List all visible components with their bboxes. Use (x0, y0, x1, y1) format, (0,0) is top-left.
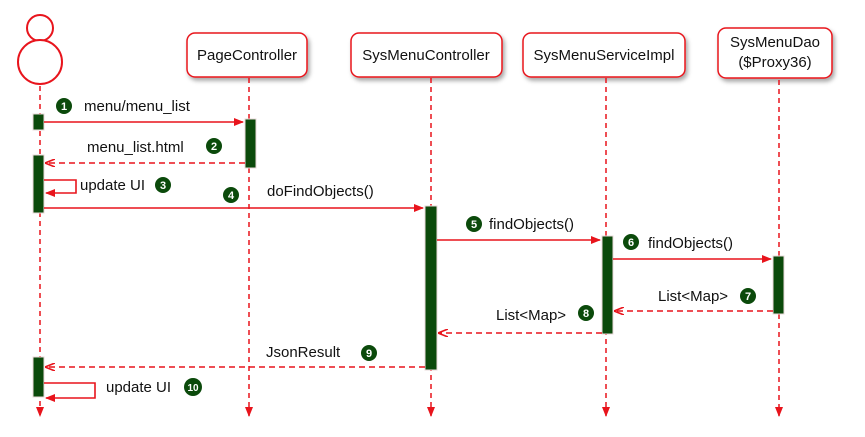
participant-sys-menu-dao: SysMenuDao ($Proxy36) (717, 27, 833, 79)
message-label-9: JsonResult (266, 344, 341, 361)
svg-text:9: 9 (366, 348, 372, 360)
message-labels: menu/menu_list menu_list.html update UI … (80, 98, 733, 396)
message-label-3: update UI (80, 177, 145, 194)
svg-text:6: 6 (628, 237, 634, 249)
step-badge-10: 10 (184, 378, 202, 396)
participant-label: PageController (197, 47, 297, 64)
step-badge-7: 7 (740, 288, 756, 304)
svg-text:7: 7 (745, 291, 751, 303)
message-label-4: doFindObjects() (267, 183, 374, 200)
message-arrow-10 (44, 382, 96, 402)
svg-text:2: 2 (211, 141, 217, 153)
activation-bars (32, 113, 785, 398)
activation-bar (772, 255, 785, 315)
activation-bar (424, 205, 438, 371)
svg-text:1: 1 (61, 101, 67, 113)
message-label-1: menu/menu_list (84, 98, 191, 115)
message-arrows (44, 118, 773, 402)
svg-text:10: 10 (187, 383, 199, 394)
message-label-7: List<Map> (658, 288, 728, 305)
participant-sublabel: ($Proxy36) (738, 54, 811, 71)
activation-bar (32, 154, 45, 214)
message-label-10: update UI (106, 379, 171, 396)
step-badge-2: 2 (206, 138, 222, 154)
step-badge-9: 9 (361, 345, 377, 361)
step-badges: 1 2 3 4 5 6 7 8 (56, 98, 756, 396)
participant-page-controller: PageController (186, 32, 308, 78)
participant-sys-menu-controller: SysMenuController (350, 32, 503, 78)
step-badge-6: 6 (623, 234, 639, 250)
step-badge-4: 4 (223, 187, 239, 203)
message-label-2: menu_list.html (87, 139, 184, 156)
message-arrow-3 (44, 179, 77, 197)
participant-sys-menu-service-impl: SysMenuServiceImpl (522, 32, 686, 78)
svg-text:5: 5 (471, 219, 477, 231)
svg-text:8: 8 (583, 308, 589, 320)
step-badge-5: 5 (466, 216, 482, 232)
participant-label: SysMenuDao (730, 34, 820, 51)
step-badge-3: 3 (155, 177, 171, 193)
activation-bar (601, 235, 614, 335)
activation-bar (32, 113, 45, 131)
svg-text:3: 3 (160, 180, 166, 192)
participant-label: SysMenuServiceImpl (534, 47, 675, 64)
step-badge-1: 1 (56, 98, 72, 114)
message-label-5: findObjects() (489, 216, 574, 233)
actor-icon (17, 14, 63, 85)
svg-text:4: 4 (228, 190, 235, 202)
step-badge-8: 8 (578, 305, 594, 321)
activation-bar (32, 356, 45, 398)
activation-bar (244, 118, 257, 169)
participant-label: SysMenuController (362, 47, 490, 64)
message-label-6: findObjects() (648, 235, 733, 252)
message-label-8: List<Map> (496, 307, 566, 324)
